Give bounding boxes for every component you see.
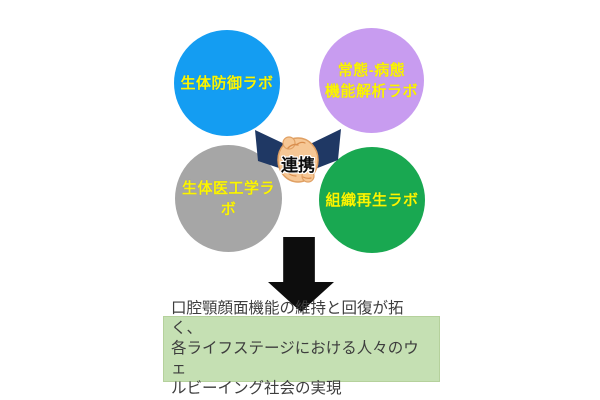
lab-label-function-analysis: 常態-病態 機能解析ラボ <box>324 61 418 100</box>
lab-label-biomedical-engineering: 生体医工学ラボ <box>181 179 275 218</box>
outcome-text: 口腔顎顔面機能の維持と回復が拓く、 各ライフステージにおける人々のウェ ルビーイ… <box>171 300 419 397</box>
lab-circle-biodefense: 生体防御ラボ <box>174 30 280 136</box>
collaboration-label: 連携 <box>281 156 315 175</box>
lab-circle-tissue-regeneration: 組織再生ラボ <box>319 147 425 253</box>
lab-circle-function-analysis: 常態-病態 機能解析ラボ <box>319 28 424 133</box>
lab-label-tissue-regeneration: 組織再生ラボ <box>325 191 419 209</box>
handshake-icon: 連携 <box>251 128 345 186</box>
lab-label-biodefense: 生体防御ラボ <box>180 74 274 92</box>
outcome-box: 口腔顎顔面機能の維持と回復が拓く、 各ライフステージにおける人々のウェ ルビーイ… <box>163 300 440 397</box>
